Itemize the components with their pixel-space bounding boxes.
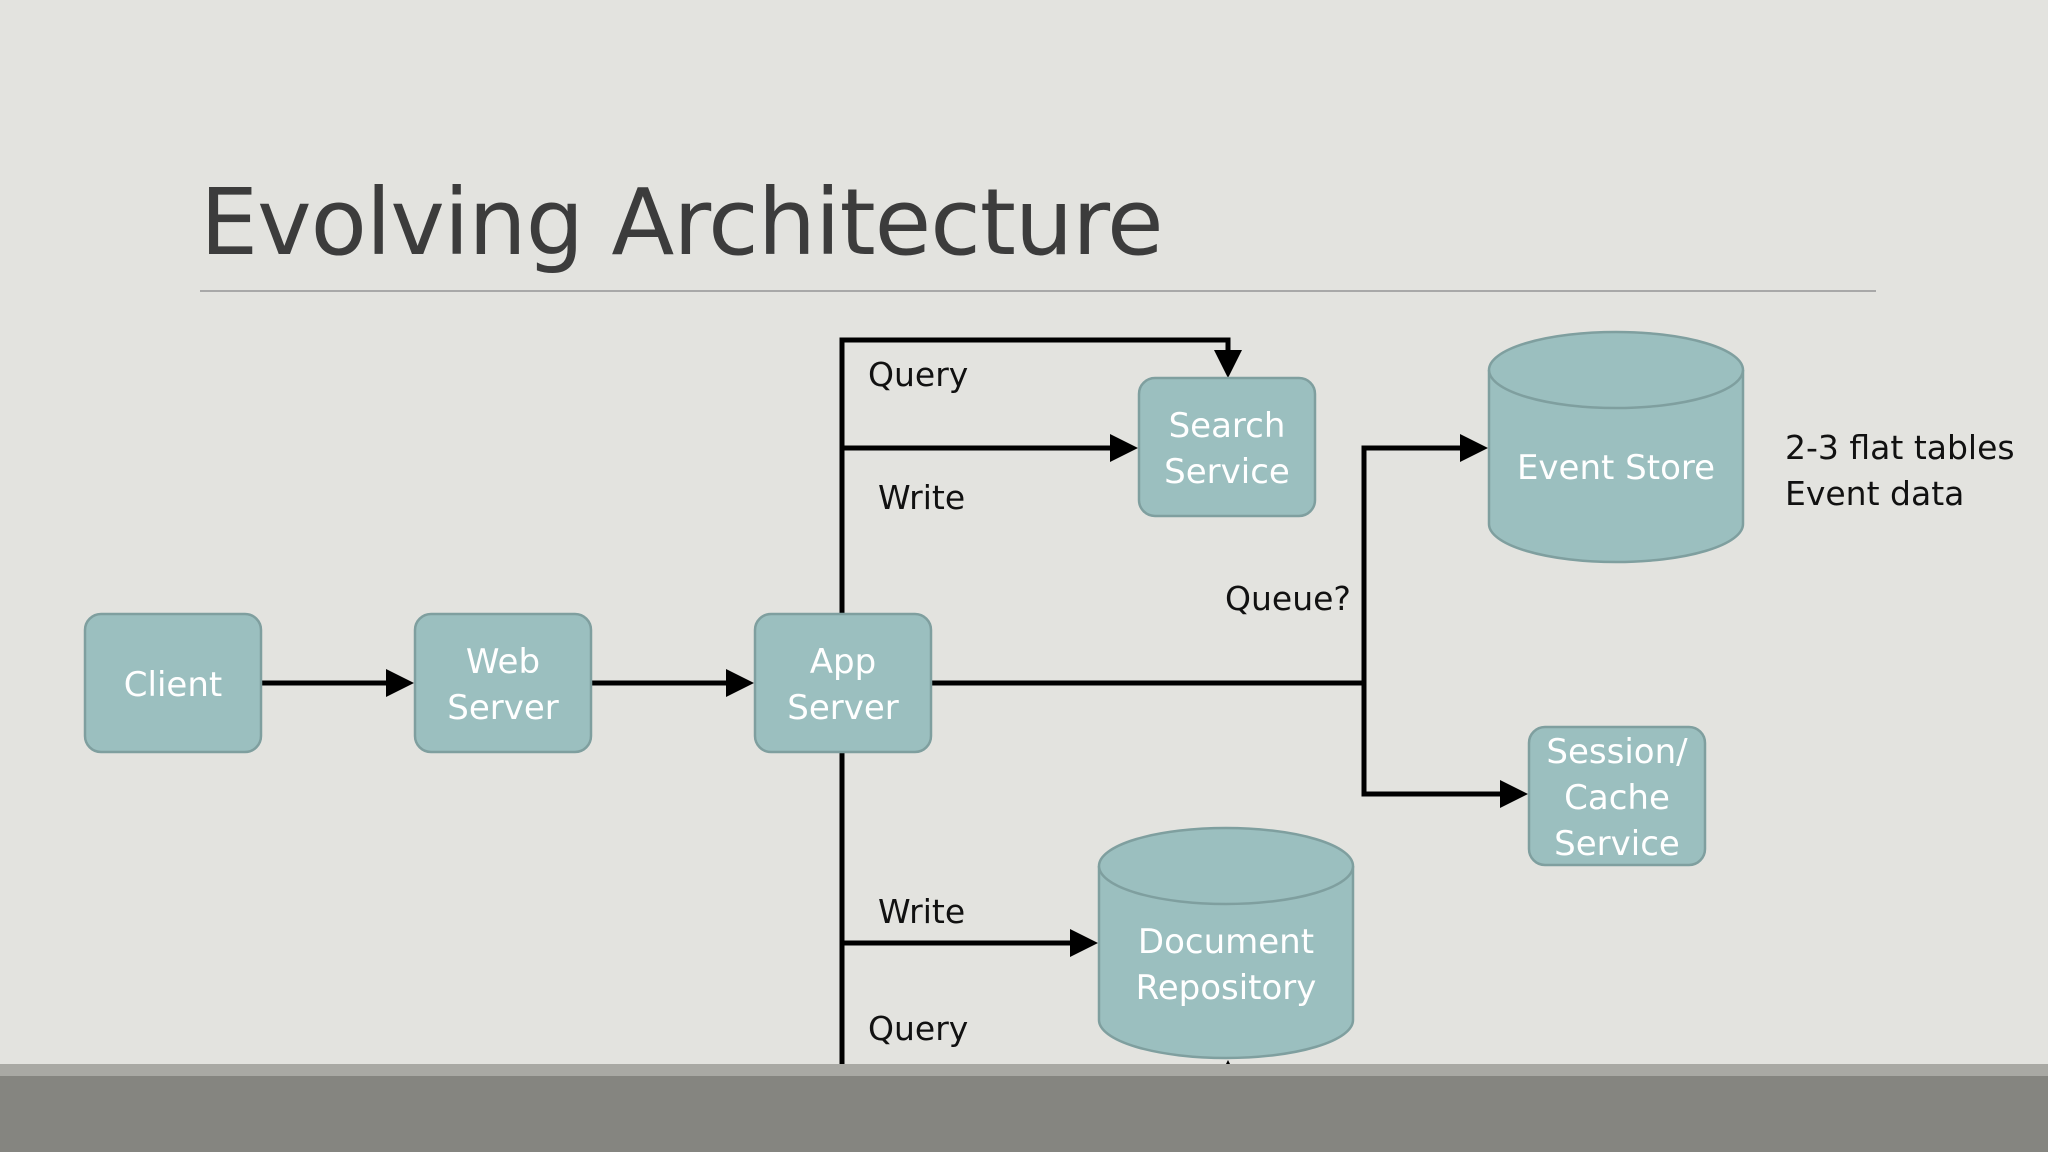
arrowhead-app [726, 669, 754, 697]
node-web-server-label-line2: Server [447, 688, 559, 728]
node-web-server-label-line1: Web [466, 642, 540, 682]
arrowhead-session [1500, 780, 1528, 808]
node-app-server-label-line1: App [810, 642, 876, 682]
node-web-server: Web Server [413, 612, 593, 754]
arrowhead-search-write [1110, 434, 1138, 462]
label-document-query: Query [868, 1009, 968, 1048]
node-document-repository: Document Repository [1097, 826, 1355, 1060]
arrowhead-search-query [1214, 350, 1242, 378]
footer-band [0, 1076, 2048, 1152]
node-event-store: Event Store [1487, 330, 1745, 564]
node-document-repository-label-line1: Document [1138, 922, 1314, 962]
node-event-store-label: Event Store [1517, 448, 1715, 488]
footer-band-light [0, 1064, 2048, 1076]
node-search-service-label-line1: Search [1169, 406, 1286, 446]
label-queue: Queue? [1225, 579, 1351, 618]
edge-queue-event-store [1361, 445, 1466, 794]
title-divider [200, 290, 1876, 292]
arrowhead-event-store [1460, 434, 1488, 462]
label-search-write: Write [878, 478, 965, 517]
edge-queue-session [1361, 683, 1506, 797]
slide-title: Evolving Architecture [200, 169, 1164, 276]
node-app-server-label-line2: Server [787, 688, 899, 728]
arrowhead-web [386, 669, 414, 697]
event-store-note-line1: 2-3 flat tables [1785, 428, 2015, 467]
label-document-write: Write [878, 892, 965, 931]
node-app-server: App Server [753, 612, 933, 754]
edge-query-search [839, 337, 1231, 614]
node-search-service-label-line2: Service [1164, 452, 1290, 492]
node-document-repository-label-line2: Repository [1136, 968, 1317, 1008]
node-search-service: Search Service [1137, 376, 1317, 518]
arrowhead-document-write [1070, 929, 1098, 957]
node-session-cache-label-line2: Cache [1564, 778, 1670, 818]
node-session-cache-label-line1: Session/ [1546, 732, 1688, 772]
label-search-query: Query [868, 355, 968, 394]
node-client: Client [83, 612, 263, 754]
node-session-cache-label-line3: Service [1554, 824, 1680, 864]
node-session-cache-service: Session/ Cache Service [1527, 725, 1707, 867]
event-store-note-line2: Event data [1785, 474, 1964, 513]
node-client-label: Client [124, 665, 222, 705]
